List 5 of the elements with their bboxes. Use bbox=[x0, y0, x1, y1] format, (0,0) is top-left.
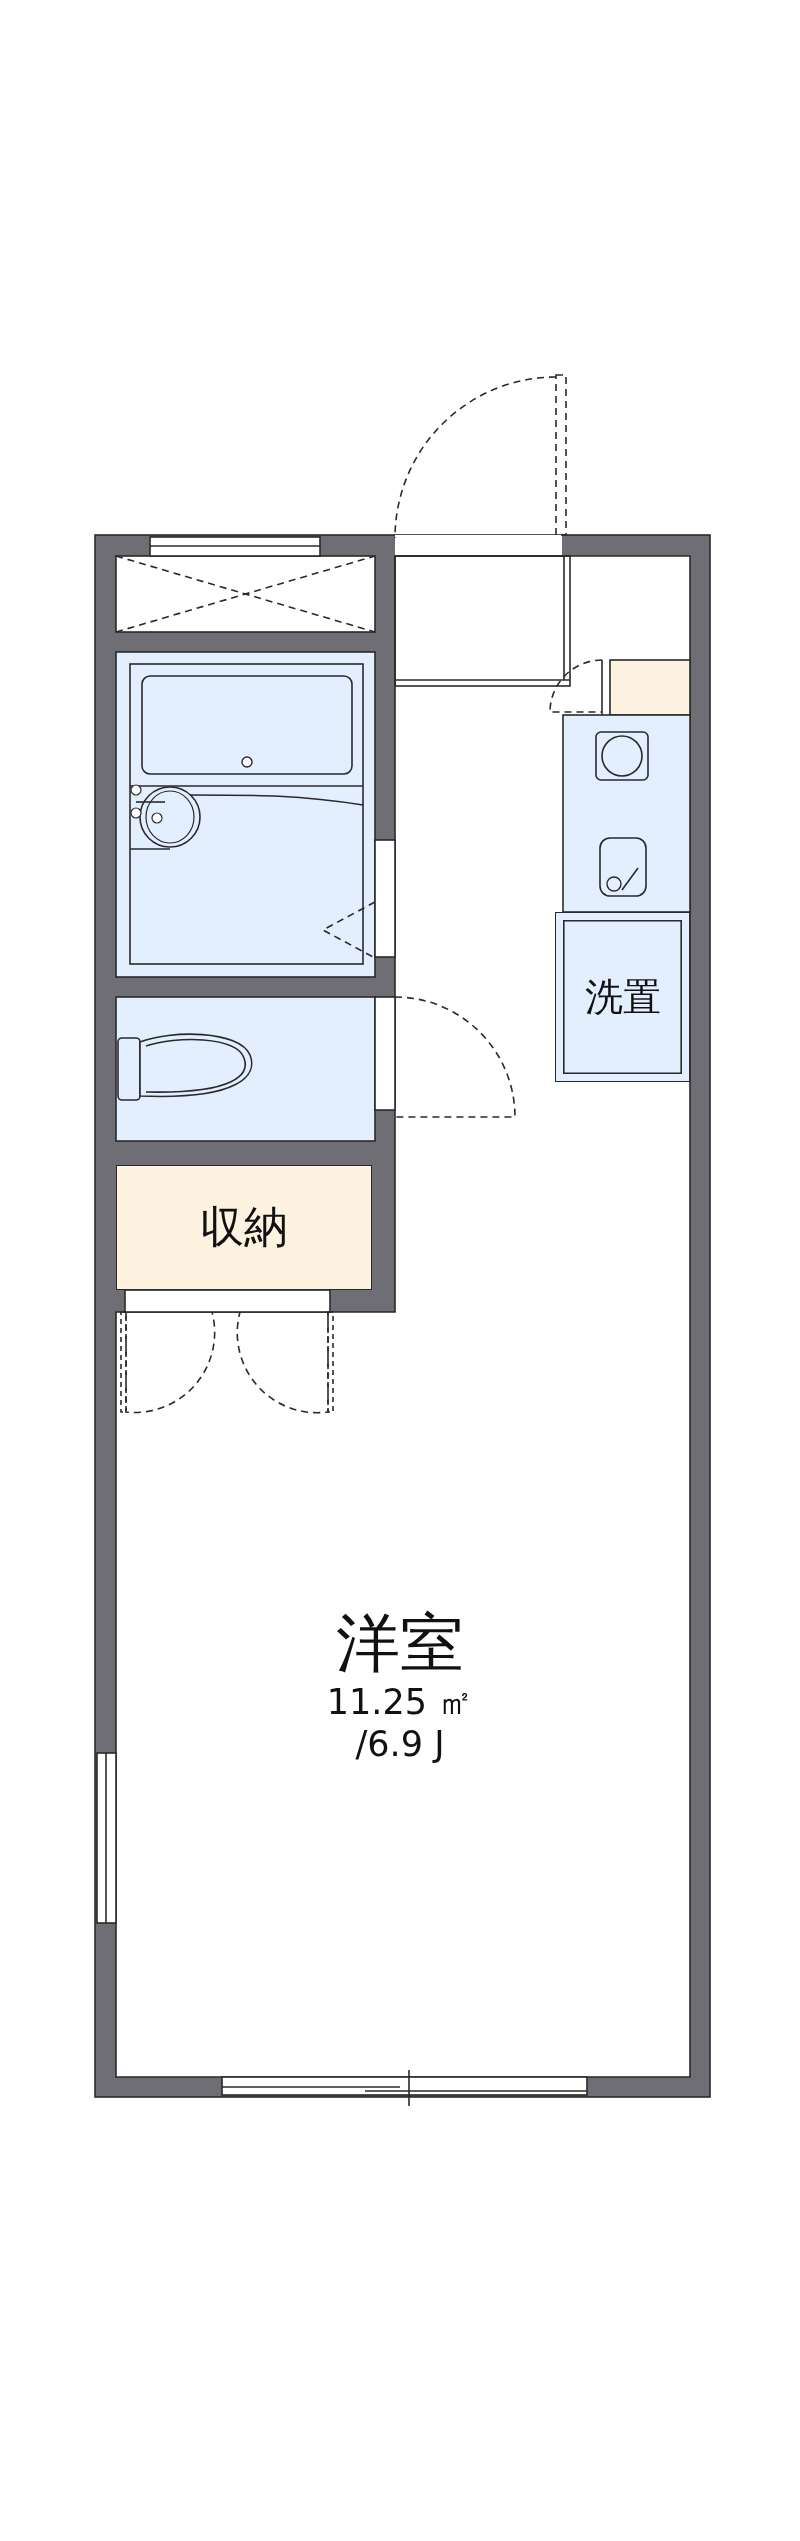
storage-box: 収納 bbox=[116, 1165, 372, 1290]
washer-space: 洗置 bbox=[555, 912, 690, 1082]
room-name: 洋室 bbox=[336, 1604, 464, 1682]
area-text: 11.25 ㎡ bbox=[326, 1681, 474, 1724]
size-text: /6.9 J bbox=[355, 1723, 445, 1766]
